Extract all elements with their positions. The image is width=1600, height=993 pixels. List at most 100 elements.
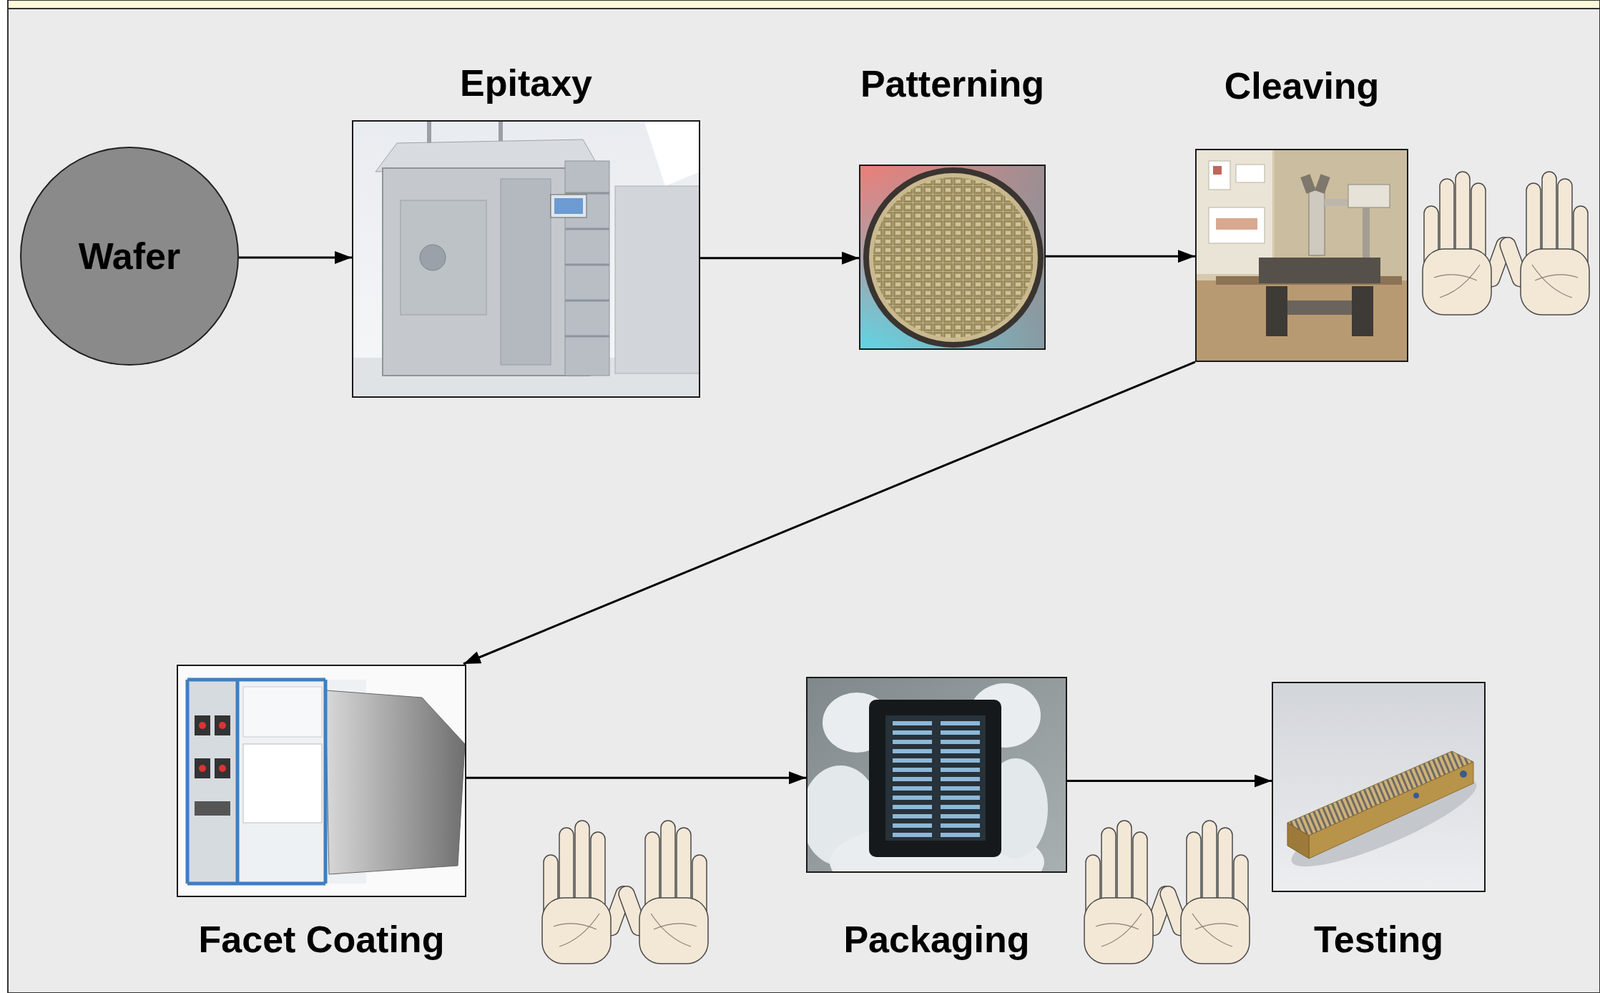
facet-coating-photo-part (176, 664, 467, 897)
epitaxy-photo (351, 120, 701, 398)
cleaving-photo-part (1208, 207, 1265, 244)
epitaxy-photo-part (615, 185, 701, 374)
cleaving-photo-part (1195, 148, 1409, 362)
epitaxy-photo-part (565, 299, 610, 302)
cleaving-photo-part (1265, 286, 1288, 337)
cleaving-photo-part (1351, 286, 1374, 337)
step-heading: Packaging (803, 918, 1070, 962)
step-heading: Cleaving (1193, 65, 1411, 109)
cleaving-photo-part (1300, 173, 1316, 194)
process-step: Patterning (856, 62, 1048, 350)
epitaxy-photo-part (565, 335, 610, 338)
epitaxy-photo-part (643, 120, 701, 186)
epitaxy-photo-part (565, 160, 610, 376)
flow-arrow (463, 361, 1196, 664)
panel-ground (7, 0, 1600, 993)
epitaxy-photo-part (554, 198, 583, 214)
facet-coating-photo-part (243, 743, 322, 823)
step-heading: Facet Coating (174, 918, 469, 962)
photo-frame (351, 120, 701, 398)
epitaxy-photo-part (351, 120, 701, 398)
facet-coating-photo-part (198, 721, 206, 729)
facet-coating-photo-part (236, 679, 240, 884)
cleaving-photo-part (1195, 148, 1273, 274)
facet-coating-photo-part (187, 679, 238, 884)
process-step: Packaging (803, 676, 1070, 962)
facet-coating-photo (176, 664, 467, 897)
photo-frame (859, 164, 1046, 350)
patterning-photo-part (869, 173, 1038, 342)
facet-coating-photo-part (198, 764, 206, 772)
cleaving-photo-part (1258, 257, 1381, 284)
facet-coating-photo-part (187, 881, 326, 886)
epitaxy-photo-part (382, 168, 591, 376)
facet-coating-photo-part (218, 764, 227, 772)
step-heading: Patterning (856, 62, 1048, 106)
facet-coating-photo-part (218, 721, 227, 729)
epitaxy-photo-part (565, 228, 610, 231)
cleaving-photo-part (1235, 164, 1265, 183)
epitaxy-photo-part (500, 178, 551, 365)
testing-photo-part (1271, 681, 1486, 892)
photo-frame (1195, 148, 1409, 362)
packaging-photo-part (892, 720, 980, 839)
facet-coating-photo-part (185, 679, 190, 884)
facet-coating-photo-part (243, 686, 322, 737)
facet-coating-photo-part (194, 801, 231, 816)
patterning-photo-part (859, 164, 1046, 350)
photo-frame (176, 664, 467, 897)
cleaving-photo-part (1213, 165, 1222, 175)
testing-photo (1271, 681, 1486, 892)
top-strip (7, 0, 1600, 9)
flow-arrow (1067, 779, 1272, 782)
flow-arrow (466, 776, 807, 779)
facet-coating-photo-part (325, 690, 465, 875)
photo-frame (1271, 681, 1486, 892)
flow-arrow (700, 256, 860, 259)
testing-photo-part (1287, 822, 1309, 859)
epitaxy-photo-part (565, 263, 610, 267)
hand-icon (1157, 820, 1250, 964)
facet-coating-photo-part (187, 678, 326, 682)
packaging-photo-part (869, 699, 1002, 857)
process-step: Epitaxy (349, 62, 703, 398)
process-step: Testing (1269, 681, 1488, 962)
flow-arrow (1045, 255, 1196, 258)
flow-arrow (238, 256, 352, 259)
patterning-photo-part (863, 167, 1044, 348)
epitaxy-photo-part (550, 194, 587, 218)
hand-icon (1497, 171, 1590, 315)
facet-coating-photo-part (214, 758, 231, 779)
epitaxy-photo-part (565, 192, 610, 195)
cleaving-photo-part (1195, 280, 1409, 362)
node-label: Wafer (78, 234, 181, 278)
facet-coating-photo-part (194, 715, 211, 736)
cleaving-photo-part (1208, 160, 1231, 190)
photo-frame (806, 676, 1068, 873)
testing-photo-part (1459, 770, 1467, 778)
testing-photo-part (1308, 761, 1474, 859)
epitaxy-photo-part (400, 200, 487, 315)
start-circle: Wafer (20, 146, 239, 366)
cleaving-photo-part (1287, 300, 1352, 315)
cleaving-photo (1195, 148, 1409, 362)
process-step: Cleaving (1193, 65, 1411, 362)
epitaxy-photo-part (429, 120, 501, 144)
cleaving-photo-part (1215, 218, 1258, 230)
packaging-photo (806, 676, 1068, 873)
packaging-photo-part (885, 715, 986, 841)
testing-photo-part (1413, 792, 1420, 799)
facet-coating-photo-part (194, 758, 211, 779)
cleaving-photo-part (1308, 187, 1325, 256)
process-step: Facet Coating (174, 664, 469, 962)
patterning-photo-part (859, 164, 1046, 350)
facet-coating-photo-part (324, 679, 328, 884)
patterning-photo (859, 164, 1046, 350)
cleaving-photo-part (1348, 184, 1390, 208)
facet-coating-photo-part (214, 715, 231, 736)
step-heading: Testing (1269, 918, 1488, 962)
cleaving-photo-part (1314, 173, 1330, 194)
